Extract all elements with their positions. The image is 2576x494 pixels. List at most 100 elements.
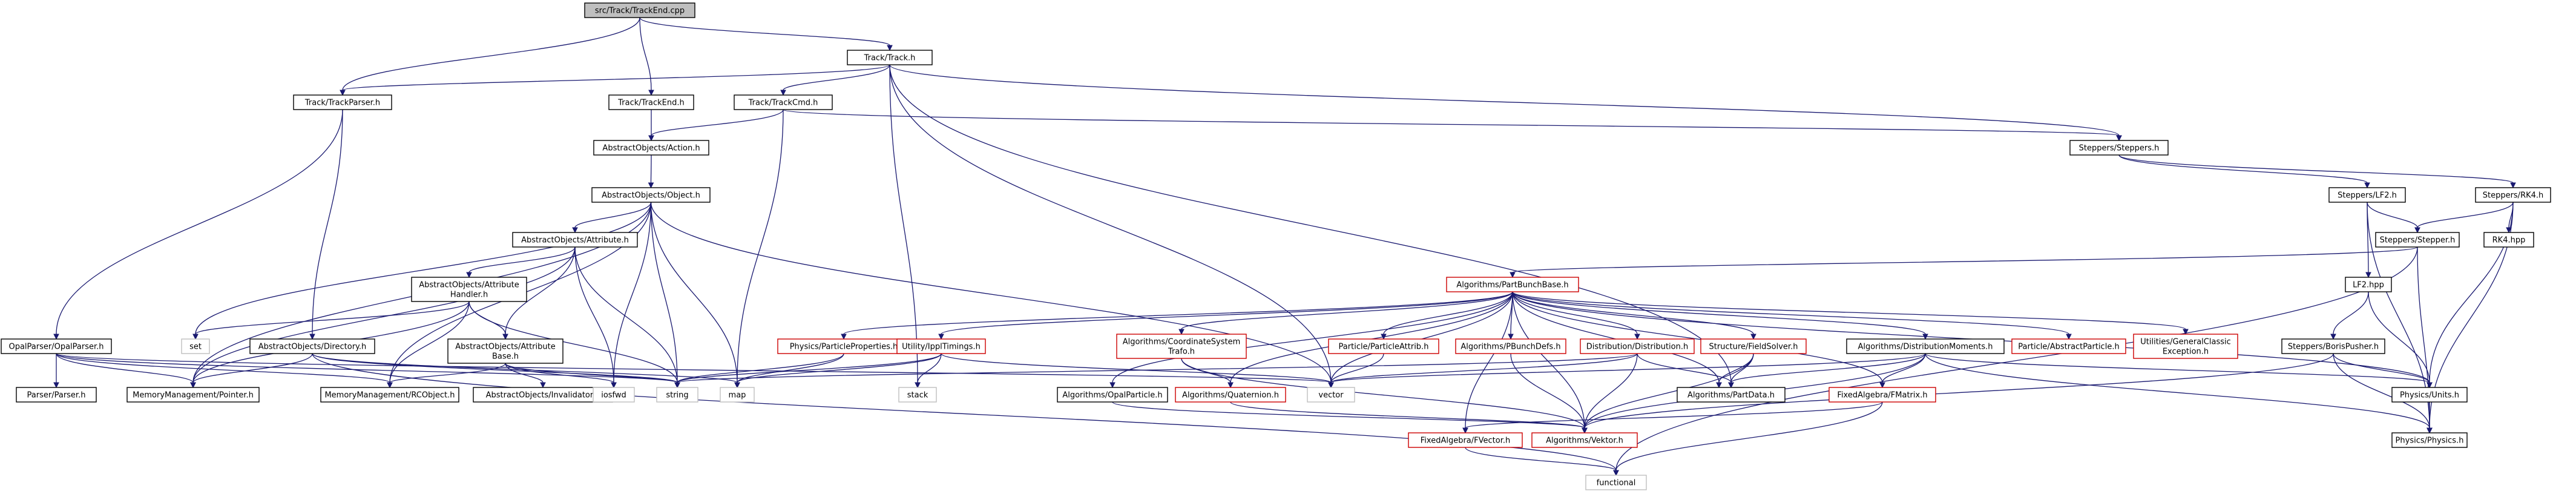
node-fvector[interactable]: FixedAlgebra/FVector.h — [1408, 432, 1523, 448]
node-borispusher[interactable]: Steppers/BorisPusher.h — [2281, 338, 2385, 354]
node-trackparser[interactable]: Track/TrackParser.h — [293, 94, 392, 110]
node-attribute[interactable]: AbstractObjects/Attribute.h — [512, 232, 638, 248]
node-parser[interactable]: Parser/Parser.h — [16, 387, 97, 403]
node-ippltimings[interactable]: Utility/IpplTimings.h — [896, 338, 986, 354]
node-label: Physics/Physics.h — [2396, 436, 2464, 446]
node-opalparticle[interactable]: Algorithms/OpalParticle.h — [1057, 387, 1168, 403]
edge-quaternion-to-avector — [1230, 401, 1588, 434]
node-label: RK4.hpp — [2492, 236, 2526, 245]
edge-distmoments-to-physics — [1925, 353, 2433, 434]
node-label: Algorithms/PBunchDefs.h — [1460, 343, 1560, 352]
node-label: Algorithms/OpalParticle.h — [1062, 391, 1162, 400]
node-trackend[interactable]: Track/TrackEnd.h — [608, 94, 694, 110]
node-label: Distribution/Distribution.h — [1586, 343, 1688, 352]
node-rcobject[interactable]: MemoryManagement/RCObject.h — [320, 387, 459, 403]
node-lf2hpp[interactable]: LF2.hpp — [2345, 277, 2392, 292]
node-label: LF2.hpp — [2353, 281, 2384, 290]
edge-object-to-vector — [650, 202, 1334, 389]
node-label: AbstractObjects/Attribute — [419, 281, 519, 290]
edge-object-to-attribute — [572, 202, 652, 234]
node-functional: functional — [1585, 475, 1647, 490]
node-directory[interactable]: AbstractObjects/Directory.h — [249, 338, 375, 354]
node-stack: stack — [898, 387, 937, 403]
node-pointer[interactable]: MemoryManagement/Pointer.h — [126, 387, 260, 403]
node-partdata[interactable]: Algorithms/PartData.h — [1677, 387, 1786, 403]
node-label: Steppers/Stepper.h — [2380, 236, 2456, 245]
edge-action-to-object — [648, 154, 654, 189]
edge-coordsys-to-quaternion — [1181, 358, 1234, 389]
node-vector: vector — [1307, 387, 1355, 403]
edge-attribute-to-iosfwd — [574, 246, 617, 389]
edge-partattrib-to-vector — [1328, 353, 1384, 389]
edge-fieldsolver-to-memory — [1716, 353, 1754, 389]
node-label: Exception.h — [2163, 347, 2209, 357]
edge-opalparser-to-rcobject — [56, 353, 393, 389]
edge-lf2-to-stepper — [2367, 202, 2420, 234]
node-partbunch[interactable]: Algorithms/PartBunchBase.h — [1446, 277, 1579, 292]
node-label: Track/TrackCmd.h — [748, 99, 818, 108]
edge-opalparser-to-pointer — [56, 353, 196, 389]
node-label: string — [666, 391, 688, 400]
node-steppers[interactable]: Steppers/Steppers.h — [2069, 140, 2169, 156]
node-invalidator[interactable]: AbstractObjects/Invalidator.h — [473, 387, 613, 403]
edge-object-to-string — [650, 202, 680, 389]
node-pbunchdefs[interactable]: Algorithms/PBunchDefs.h — [1455, 338, 1566, 354]
node-label: set — [189, 343, 202, 352]
node-fmatrix[interactable]: FixedAlgebra/FMatrix.h — [1828, 387, 1936, 403]
node-units[interactable]: Physics/Units.h — [2391, 387, 2468, 403]
edge-trackparser-to-directory — [309, 109, 343, 340]
edge-partbunch-to-fieldsolver — [1512, 291, 1756, 340]
node-label: Steppers/BorisPusher.h — [2288, 343, 2379, 352]
node-label: MemoryManagement/Pointer.h — [133, 391, 254, 400]
node-trackcmd[interactable]: Track/TrackCmd.h — [734, 94, 833, 110]
node-label: Algorithms/PartData.h — [1687, 391, 1775, 400]
node-action[interactable]: AbstractObjects/Action.h — [593, 140, 709, 156]
node-label: Base.h — [492, 352, 519, 361]
edge-steppers-to-lf2 — [2118, 154, 2370, 189]
node-abstractparticle[interactable]: Particle/AbstractParticle.h — [2011, 338, 2126, 354]
edge-attribute-to-attrhandler — [466, 246, 576, 278]
node-distribution[interactable]: Distribution/Distribution.h — [1580, 338, 1695, 354]
node-label: Physics/Units.h — [2400, 391, 2459, 400]
node-avector[interactable]: Algorithms/Vektor.h — [1531, 432, 1638, 448]
node-physics[interactable]: Physics/Physics.h — [2391, 432, 2468, 448]
node-lf2[interactable]: Steppers/LF2.h — [2328, 187, 2406, 203]
edge-root-to-track — [639, 17, 893, 51]
node-label: Trafo.h — [1168, 347, 1195, 357]
edge-steppers-to-rk4 — [2118, 154, 2516, 189]
edge-distmoments-to-vector — [1328, 353, 1926, 389]
edge-fvector-to-functional — [1465, 447, 1619, 476]
node-label: MemoryManagement/RCObject.h — [324, 391, 455, 400]
edge-stepper-to-functional — [1613, 246, 2418, 476]
node-stepper[interactable]: Steppers/Stepper.h — [2375, 232, 2460, 248]
node-quaternion[interactable]: Algorithms/Quaternion.h — [1175, 387, 1286, 403]
node-rk4[interactable]: Steppers/RK4.h — [2475, 187, 2551, 203]
node-distmoments[interactable]: Algorithms/DistributionMoments.h — [1846, 338, 2005, 354]
node-rk4hpp[interactable]: RK4.hpp — [2483, 232, 2534, 248]
node-label: Algorithms/DistributionMoments.h — [1858, 343, 1993, 352]
nodes-layer: src/Track/TrackEnd.cppTrack/Track.hTrack… — [1, 2, 2551, 490]
edge-partbunch-to-distribution — [1512, 291, 1640, 340]
node-partprops[interactable]: Physics/ParticleProperties.h — [777, 338, 910, 354]
node-label: Physics/ParticleProperties.h — [790, 343, 898, 352]
edge-attrbase-to-invalidator — [505, 363, 546, 389]
node-label: Particle/AbstractParticle.h — [2018, 343, 2119, 352]
node-fieldsolver[interactable]: Structure/FieldSolver.h — [1700, 338, 1807, 354]
edge-opalparser-to-parser — [53, 354, 59, 389]
node-opalparser[interactable]: OpalParser/OpalParser.h — [1, 338, 112, 354]
edge-trackcmd-to-action — [648, 109, 784, 142]
node-label: Parser/Parser.h — [27, 391, 86, 400]
node-label: functional — [1597, 479, 1636, 488]
node-label: vector — [1318, 391, 1344, 400]
edge-rk4-to-units — [2426, 202, 2514, 389]
node-label: FixedAlgebra/FMatrix.h — [1837, 391, 1927, 400]
node-object[interactable]: AbstractObjects/Object.h — [591, 187, 711, 203]
node-track[interactable]: Track/Track.h — [847, 50, 933, 65]
node-iosfwd: iosfwd — [593, 387, 635, 403]
node-partattrib[interactable]: Particle/ParticleAttrib.h — [1328, 338, 1439, 354]
